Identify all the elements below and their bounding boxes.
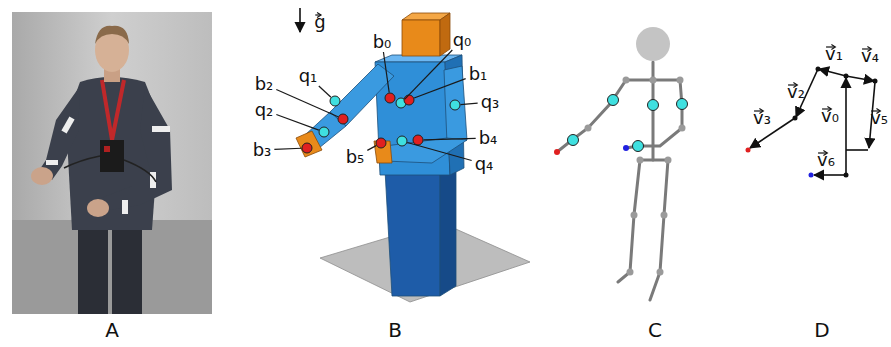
leader-line bbox=[414, 79, 466, 98]
sensor-label: b₂ bbox=[255, 75, 274, 93]
skeleton bbox=[557, 62, 682, 300]
leader-line bbox=[274, 148, 301, 149]
vector-label: v₂ bbox=[787, 83, 805, 101]
panel-letter: D bbox=[814, 320, 829, 340]
gravity-label: g bbox=[314, 13, 325, 31]
sensor-label: b₄ bbox=[479, 129, 498, 147]
sensor-label: q₄ bbox=[475, 155, 494, 173]
vector-label: v₆ bbox=[817, 151, 835, 169]
photo bbox=[12, 12, 212, 314]
gravity-arrow bbox=[299, 8, 301, 32]
sensor-label: b₀ bbox=[373, 33, 392, 51]
leader-line bbox=[460, 103, 477, 104]
vector-label: v₅ bbox=[870, 109, 888, 127]
panel-letter: B bbox=[388, 320, 402, 340]
leader-line bbox=[276, 89, 338, 116]
skeleton-joints bbox=[585, 27, 686, 276]
panel-letter: A bbox=[105, 320, 119, 340]
leader-line bbox=[423, 138, 475, 139]
sensor-dots bbox=[302, 93, 460, 153]
sensor-label: b₁ bbox=[469, 65, 488, 83]
vector-label: v₀ bbox=[821, 107, 839, 125]
leader-line bbox=[319, 86, 331, 97]
vector-label: v₄ bbox=[861, 47, 879, 65]
vector-label: v₁ bbox=[825, 45, 843, 63]
sensor-label: b₅ bbox=[346, 148, 365, 166]
sensor-label: q₃ bbox=[481, 93, 500, 111]
leader-line bbox=[407, 142, 471, 160]
leader-line bbox=[367, 146, 376, 151]
vector-label: v₃ bbox=[753, 109, 771, 127]
leader-line bbox=[276, 115, 319, 131]
sensor-label: q₀ bbox=[453, 31, 472, 49]
sensor-label: q₁ bbox=[299, 67, 318, 85]
sensor-label: b₃ bbox=[253, 141, 272, 159]
skeleton-sensors bbox=[554, 95, 688, 156]
leader-line bbox=[405, 50, 452, 99]
panel-letter: C bbox=[648, 320, 662, 340]
vector-chain bbox=[750, 69, 875, 175]
leader-line bbox=[383, 52, 389, 93]
vector-joints bbox=[746, 67, 878, 178]
body-model bbox=[296, 13, 530, 302]
sensor-label: q₂ bbox=[255, 101, 274, 119]
